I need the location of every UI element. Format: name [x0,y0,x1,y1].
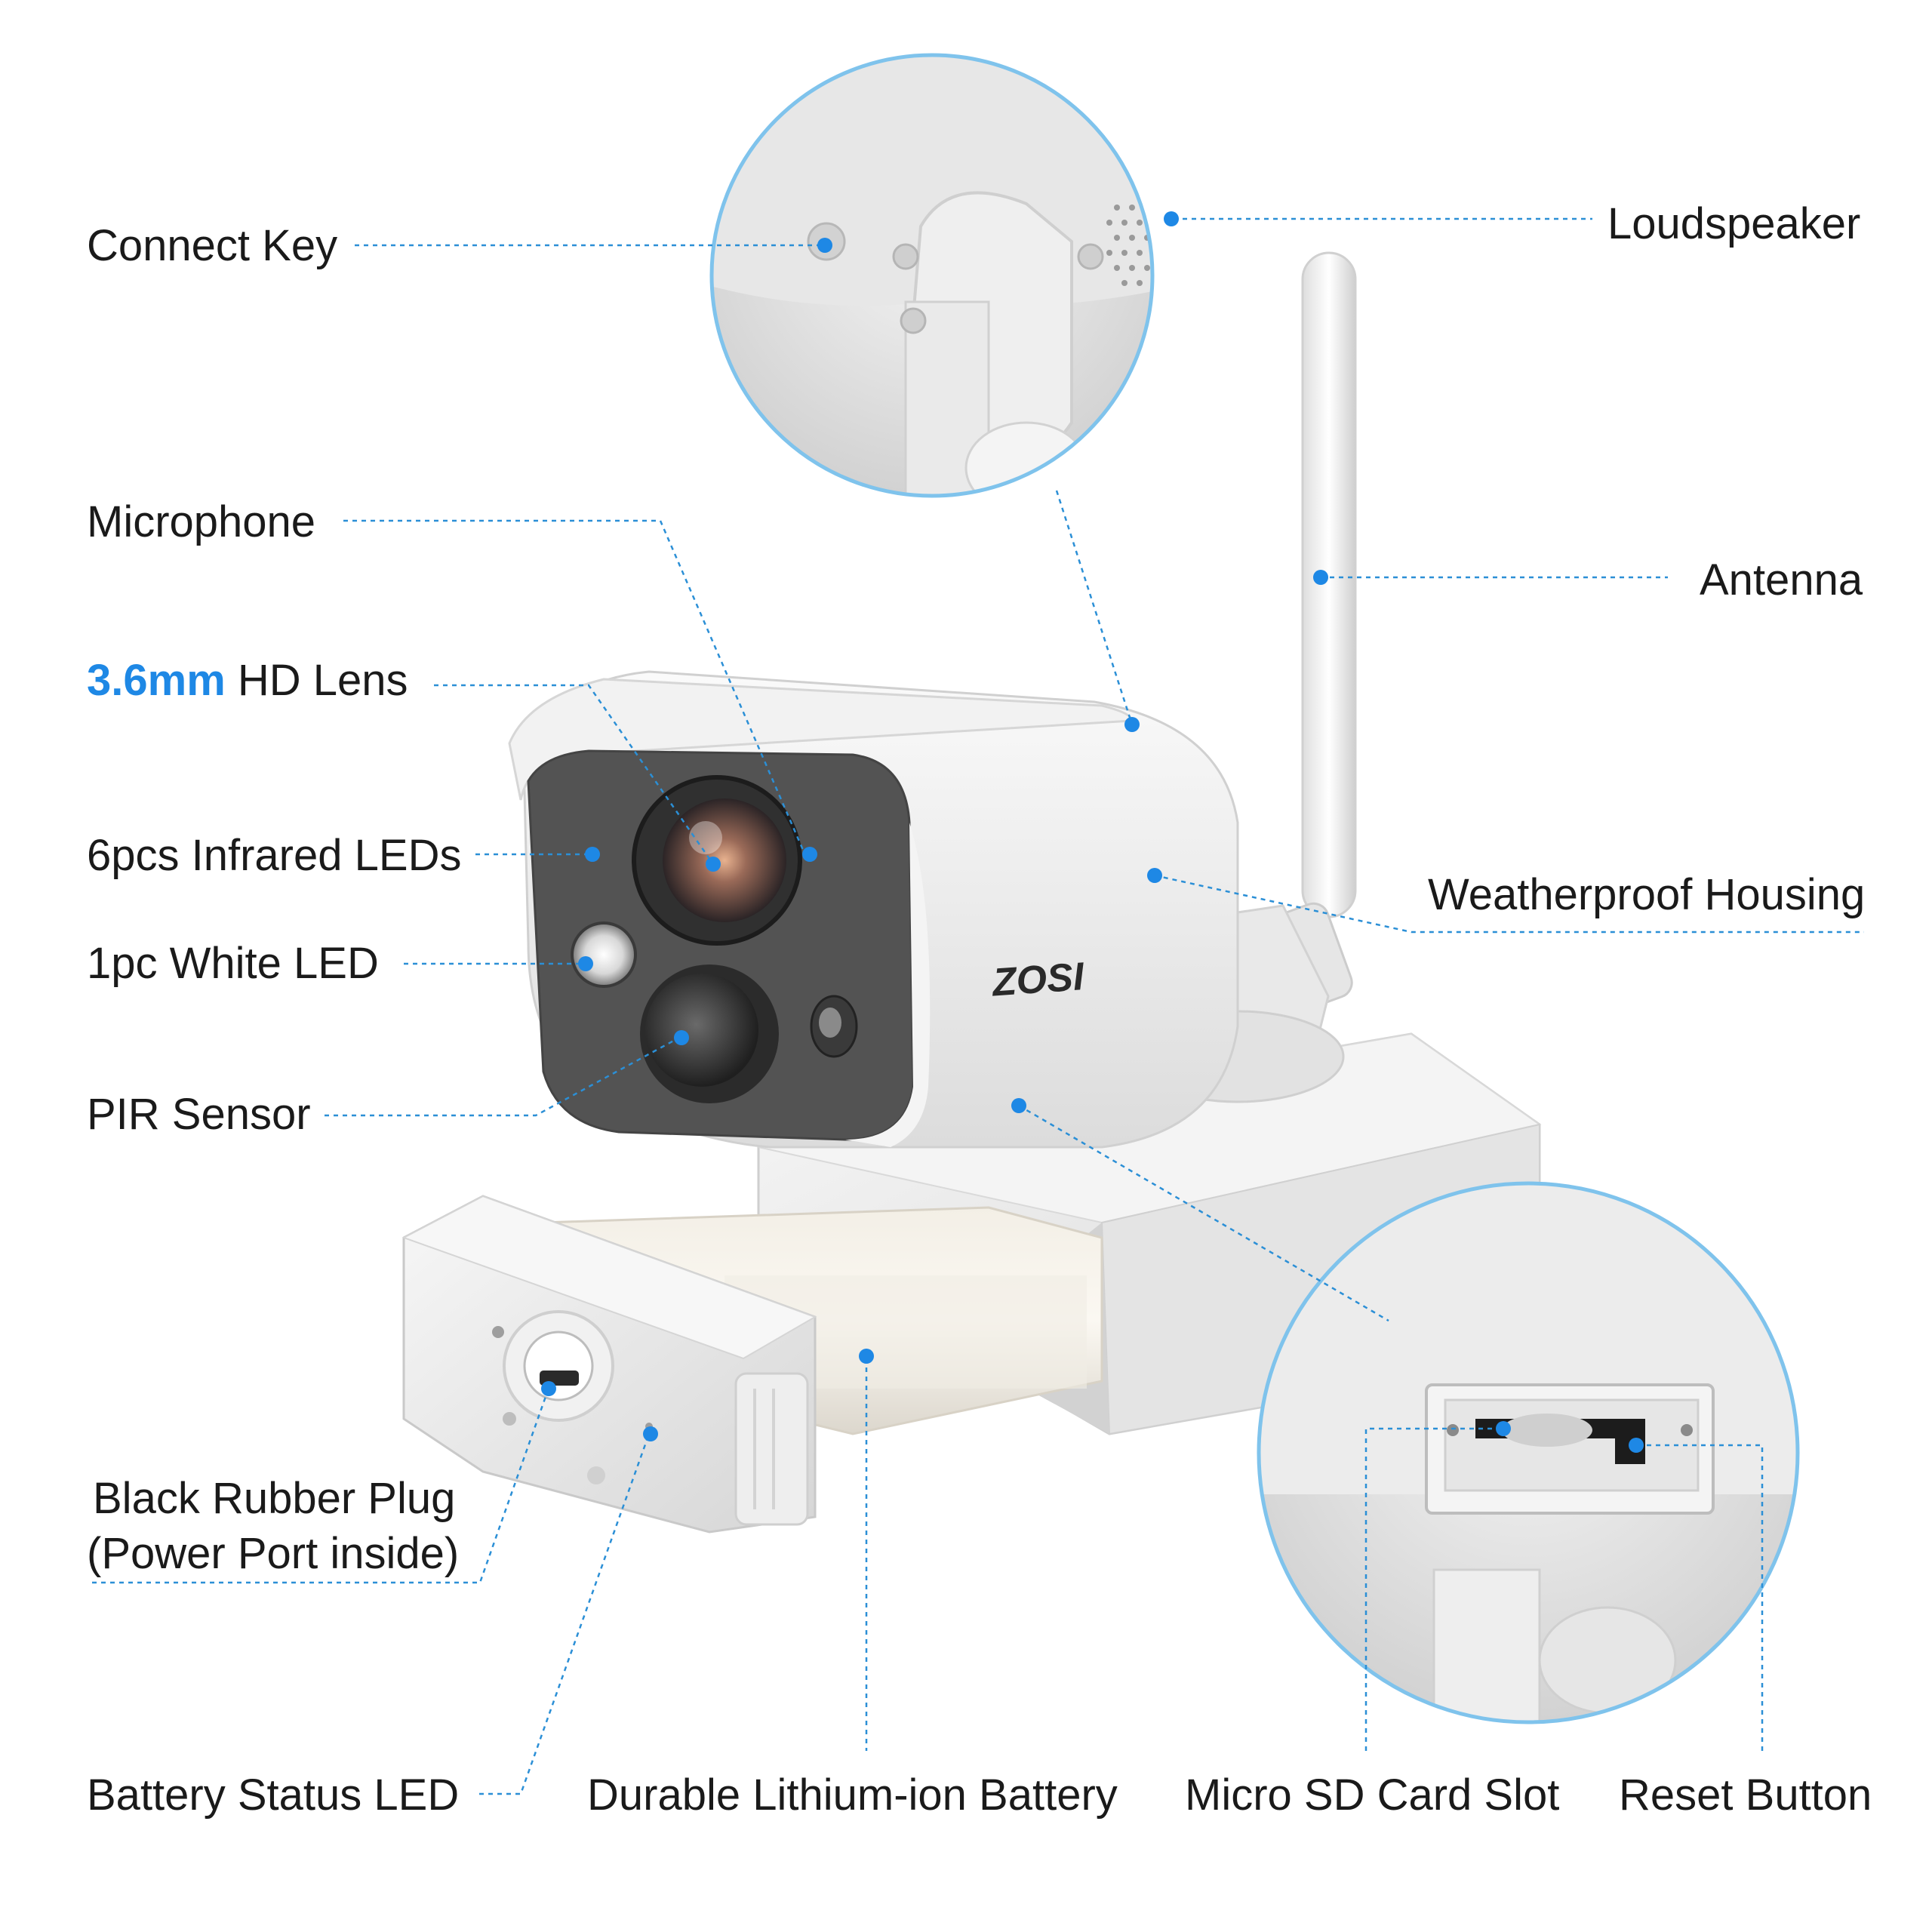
antenna-rod [1275,251,1357,1007]
label-rubber-plug-line1: Black Rubber Plug [93,1474,456,1523]
dot-pir [674,1030,689,1045]
label-reset-button: Reset Button [1619,1770,1872,1820]
label-pir-sensor: PIR Sensor [87,1090,311,1139]
callout-dots [541,211,1644,1453]
dot-microphone [802,847,817,862]
label-lithium-battery: Durable Lithium-ion Battery [587,1770,1118,1820]
label-rubber-plug: Black Rubber Plug (Power Port inside) [87,1472,459,1581]
brand-logo: ZOSI [989,955,1087,1005]
label-microphone: Microphone [87,497,316,546]
dot-sd-slot [1496,1421,1511,1436]
label-rubber-plug-line2: (Power Port inside) [87,1528,460,1578]
dot-battery [859,1349,874,1364]
label-micro-sd-slot: Micro SD Card Slot [1185,1770,1560,1820]
dot-battery-led [643,1426,658,1441]
label-battery-status-led: Battery Status LED [87,1770,460,1820]
label-connect-key: Connect Key [87,221,338,270]
dot-rubber-plug [541,1381,556,1396]
dot-lens [706,857,721,872]
leader-lines [92,217,1864,1795]
dot-antenna [1313,570,1328,585]
lens-label-rest: HD Lens [225,656,408,705]
dot-reset [1629,1438,1644,1453]
lens-size-highlight: 3.6mm [87,656,226,705]
dot-base [1011,1098,1026,1113]
dot-loudspeaker [1164,211,1179,226]
camera-body: ZOSI [508,670,1345,1149]
dot-connect-key [817,238,832,253]
dot-housing-top [1124,717,1140,732]
label-infrared-leds: 6pcs Infrared LEDs [87,831,462,880]
label-white-led: 1pc White LED [87,939,379,988]
dot-ir-led [585,847,600,862]
label-loudspeaker: Loudspeaker [1607,199,1861,248]
label-hd-lens: 3.6mm HD Lens [87,659,408,703]
label-antenna: Antenna [1700,555,1863,605]
battery-end-cap [401,1195,817,1534]
dot-white-led [578,956,593,971]
inset-top-detail [709,53,1155,498]
label-weatherproof-housing: Weatherproof Housing [1428,870,1866,919]
dot-housing [1147,868,1162,883]
